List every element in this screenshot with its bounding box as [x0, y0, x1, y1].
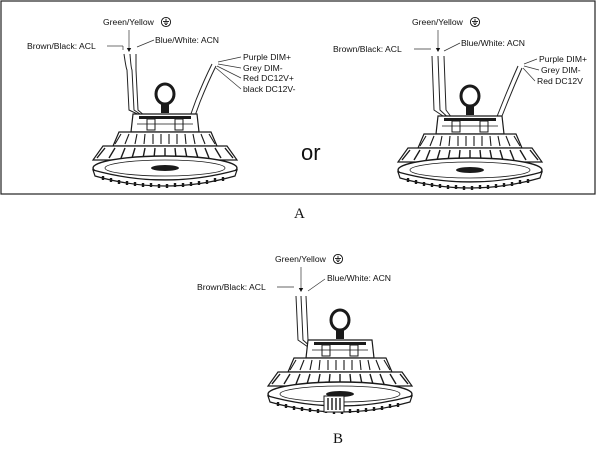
earth-ground-icon — [469, 16, 481, 28]
left-dim-wire-3: Red DC12V+ — [243, 73, 294, 83]
panel-b-lamp-group: Green/Yellow Brown/Black: ACL Blue/White… — [197, 253, 414, 416]
left-acl-label: Brown/Black: ACL — [27, 41, 96, 51]
ground-arrow-icon — [126, 48, 132, 52]
left-dim-wire-2: Grey DIM- — [243, 63, 283, 73]
right-dim-wire-2: Grey DIM- — [541, 65, 581, 75]
right-dim-wire-3: Red DC12V — [537, 76, 583, 86]
right-lamp-illustration — [396, 84, 544, 192]
panel-a-frame — [0, 0, 596, 195]
right-dim-wire-1: Purple DIM+ — [539, 54, 587, 64]
left-lamp-group: Green/Yellow Brown/Black: ACL Blue/White… — [27, 16, 296, 190]
panel-a-caption: A — [294, 206, 305, 222]
right-lamp-group: Green/Yellow Brown/Black: ACL Blue/White… — [333, 16, 587, 192]
earth-ground-icon — [332, 253, 344, 265]
ground-arrow-icon — [435, 48, 441, 52]
left-dim-wire-1: Purple DIM+ — [243, 52, 291, 62]
left-lamp-illustration — [91, 82, 239, 190]
right-acn-label: Blue/White: ACN — [461, 38, 525, 48]
or-separator: or — [301, 140, 321, 165]
right-ground-label: Green/Yellow — [412, 17, 464, 27]
left-dim-wire-4: black DC12V- — [243, 84, 296, 94]
earth-ground-icon — [160, 16, 172, 28]
right-acl-label: Brown/Black: ACL — [333, 44, 402, 54]
b-acl-label: Brown/Black: ACL — [197, 282, 266, 292]
b-ground-label: Green/Yellow — [275, 254, 327, 264]
left-acn-label: Blue/White: ACN — [155, 35, 219, 45]
b-acn-label: Blue/White: ACN — [327, 273, 391, 283]
left-ground-label: Green/Yellow — [103, 17, 155, 27]
ground-arrow-icon — [298, 288, 304, 292]
panel-b-caption: B — [333, 431, 343, 447]
